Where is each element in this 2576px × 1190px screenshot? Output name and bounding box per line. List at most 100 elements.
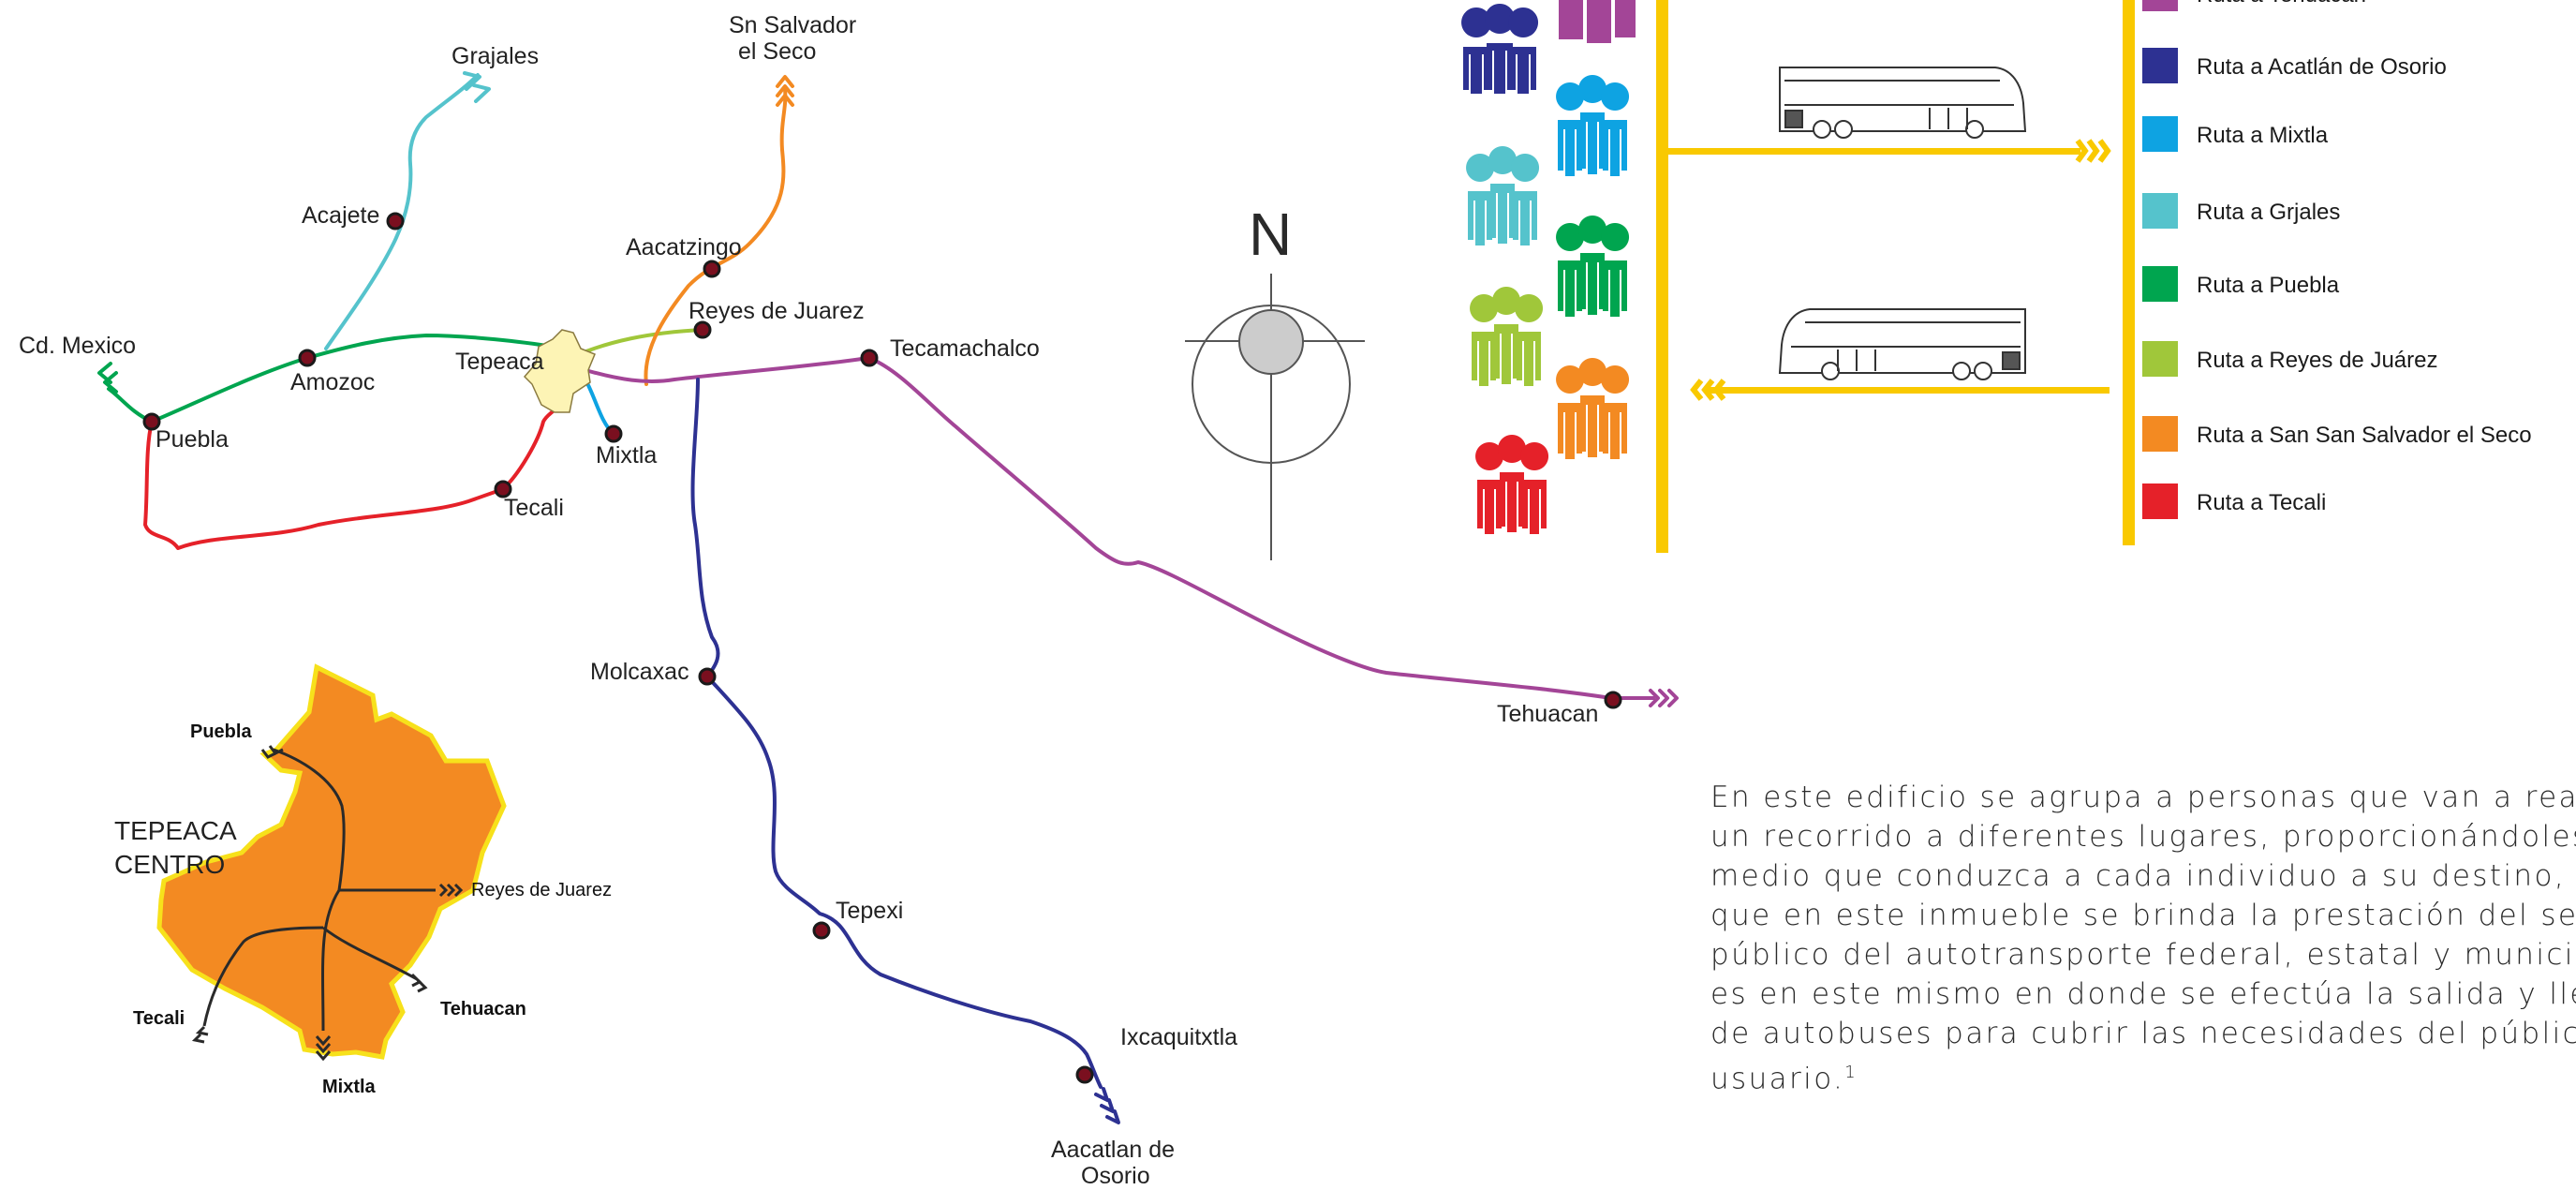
arrival-lane — [1705, 387, 2110, 394]
label-molcaxac: Molcaxac — [590, 659, 689, 685]
people-group-purple — [1559, 0, 1636, 43]
inset-label-puebla: Puebla — [190, 721, 252, 742]
inset-label-tecali: Tecali — [133, 1008, 185, 1029]
dot-tehuacan — [1604, 691, 1622, 709]
people-group-green — [1556, 216, 1630, 317]
people-group-teal — [1466, 146, 1540, 245]
dot-tepexi — [812, 921, 831, 940]
route-grajales — [324, 73, 480, 350]
legend-swatch — [2142, 266, 2178, 302]
departure-lane — [1668, 148, 2080, 155]
dot-tecali — [494, 480, 512, 498]
people-group-blue — [1556, 75, 1630, 176]
frame-left-post — [1656, 0, 1668, 553]
people-group-navy — [1461, 4, 1539, 94]
inset-roads — [202, 748, 436, 1032]
paragraph-line-4: que en este inmueble se brinda la presta… — [1710, 899, 2576, 932]
people-icons — [1461, 0, 1636, 534]
legend-swatch — [2142, 0, 2178, 11]
arrow-to-cd-mexico — [97, 362, 118, 394]
legend-label: Ruta a Mixtla — [2197, 123, 2329, 148]
dot-amozoc — [298, 349, 317, 367]
legend-label: Ruta a Grjales — [2197, 200, 2340, 225]
dot-puebla — [142, 412, 161, 431]
paragraph-line-5: público del autotransporte federal, esta… — [1710, 938, 2576, 972]
label-sn-salvador-2: el Seco — [738, 38, 816, 65]
dot-tecamachalco — [860, 349, 879, 367]
route-tehuacan — [584, 356, 1655, 700]
frame-right-post — [2123, 0, 2135, 545]
label-grajales: Grajales — [452, 43, 539, 69]
departure-arrow — [2075, 139, 2111, 163]
legend-swatch — [2142, 483, 2178, 519]
arrow-to-aacatlan — [1094, 1087, 1120, 1124]
legend-label: Ruta a Acatlán de Osorio — [2197, 54, 2447, 80]
bus-arriving — [1778, 308, 2026, 380]
dot-reyes — [693, 320, 712, 339]
people-group-orange — [1556, 358, 1630, 459]
paragraph-line-2: un recorrido a diferentes lugares, propo… — [1710, 820, 2576, 854]
legend-swatch — [2142, 193, 2178, 229]
legend-label: Ruta a Tecali — [2197, 490, 2326, 515]
paragraph-line-3: medio que conduzca a cada individuo a su… — [1710, 859, 2576, 893]
arrival-arrow — [1690, 379, 1726, 401]
label-ixcaquitxtla: Ixcaquitxtla — [1120, 1024, 1237, 1050]
inset-title-line-1: TEPEACA — [114, 816, 237, 845]
inset-label-mixtla: Mixtla — [322, 1077, 377, 1097]
inset-title-line-2: CENTRO — [114, 850, 225, 879]
paragraph-line-8: usuario.1 — [1710, 1062, 1858, 1096]
compass-center-disc — [1238, 309, 1304, 375]
dot-mixtla — [604, 424, 623, 443]
label-amozoc: Amozoc — [290, 369, 375, 395]
legend-swatch — [2142, 416, 2178, 452]
arrow-to-sn-salvador — [776, 75, 794, 107]
legend-label: Ruta a Reyes de Juárez — [2197, 348, 2437, 373]
compass-north-label: N — [1249, 201, 1292, 268]
inset-arrows — [191, 745, 464, 1062]
legend-label: Ruta a Puebla — [2197, 273, 2340, 298]
label-cd-mexico: Cd. Mexico — [19, 333, 136, 359]
terminal-diagram — [1461, 0, 2135, 553]
town-markers — [142, 212, 1622, 1084]
label-tepexi: Tepexi — [836, 898, 903, 924]
place-labels: Cd. Mexico Puebla Amozoc Acajete Grajale… — [19, 12, 1598, 1189]
people-group-red — [1475, 435, 1549, 534]
label-mixtla: Mixtla — [596, 442, 657, 469]
route-sn-salvador — [644, 87, 788, 386]
label-tepeaca: Tepeaca — [455, 349, 544, 375]
label-tecamachalco: Tecamachalco — [890, 335, 1040, 362]
route-acatlan — [690, 378, 1103, 1089]
dot-aacatzingo — [703, 260, 721, 278]
legend-swatch — [2142, 341, 2178, 377]
legend-swatch — [2142, 48, 2178, 83]
tepeaca-town-shape — [523, 329, 596, 413]
label-sn-salvador-1: Sn Salvador — [729, 12, 856, 38]
label-aacatlan-1: Aacatlan de — [1051, 1137, 1175, 1163]
label-tehuacan: Tehuacan — [1497, 701, 1598, 727]
dot-acajete — [386, 212, 405, 231]
label-aacatzingo: Aacatzingo — [626, 234, 742, 260]
dot-ixcaquitxtla — [1075, 1065, 1094, 1084]
arrow-to-grajales — [463, 71, 491, 103]
label-tecali: Tecali — [504, 495, 564, 521]
arrow-to-tehuacan — [1649, 689, 1679, 707]
label-aacatlan-2: Osorio — [1081, 1163, 1150, 1189]
legend-label: Ruta a Tehuacán — [2197, 0, 2366, 7]
dot-molcaxac — [698, 667, 717, 686]
legend-swatch — [2142, 116, 2178, 152]
route-legend: Ruta a TehuacánRuta a Acatlán de OsorioR… — [2142, 0, 2532, 519]
label-acajete: Acajete — [302, 202, 379, 229]
bus-departing — [1779, 67, 2027, 139]
label-puebla: Puebla — [155, 426, 229, 453]
paragraph-line-7: de autobuses para cubrir las necesidades… — [1710, 1017, 2576, 1050]
inset-label-tehuacan: Tehuacan — [440, 999, 526, 1019]
inset-tepeaca-centro: TEPEACA CENTRO Puebla Reyes de Juarez Te… — [114, 663, 612, 1097]
route-tecali — [143, 396, 562, 550]
paragraph-line-6: es en este mismo en donde se efectúa la … — [1710, 977, 2576, 1011]
route-reyes — [577, 328, 704, 356]
terminal-frame — [1656, 0, 2135, 553]
description-paragraph: En este edificio se agrupa a personas qu… — [1710, 778, 2576, 1190]
paragraph-line-1: En este edificio se agrupa a personas qu… — [1710, 781, 2576, 814]
inset-label-reyes: Reyes de Juarez — [471, 880, 612, 900]
